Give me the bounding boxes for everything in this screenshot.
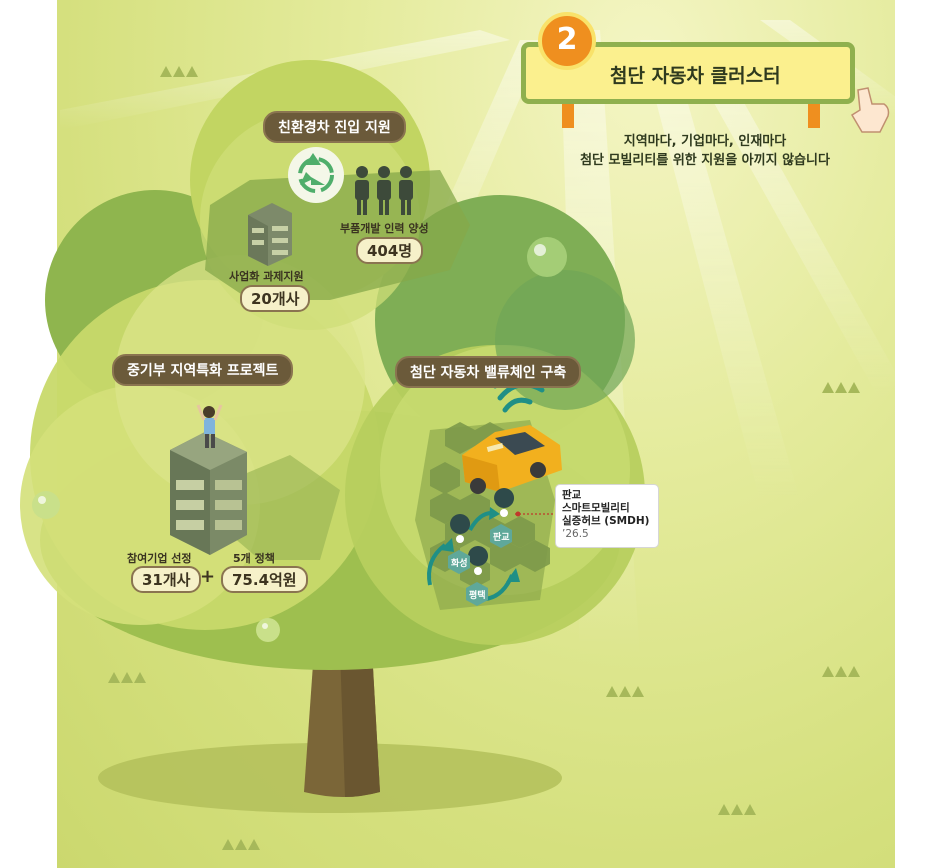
location-label-hwaseong: 화성 — [451, 559, 468, 569]
page-title: 첨단 자동차 클러스터 — [610, 65, 781, 87]
eco-stat2-value: 404명 — [356, 237, 424, 264]
smdh-callout: 판교 스마트모빌리티 실증허브 (SMDH) ’26.5 — [555, 484, 659, 548]
callout-date: ’26.5 — [562, 528, 589, 540]
eco-stat2-label: 부품개발 인력 양성 — [340, 222, 429, 235]
callout-line-2: 스마트모빌리티 — [562, 502, 630, 514]
building-icon — [248, 203, 292, 266]
callout-line-1: 판교 — [562, 489, 582, 501]
eco-stat1-value: 20개사 — [240, 285, 311, 312]
callout-line-3: 실증허브 (SMDH) — [562, 515, 650, 527]
recycle-icon — [288, 147, 344, 203]
car-icon — [462, 425, 562, 494]
regional-stat2-label: 5개 정책 — [233, 552, 275, 565]
regional-stat1-label: 참여기업 선정 — [127, 552, 192, 565]
location-pin-icon — [450, 488, 515, 582]
plus-sign: + — [200, 566, 216, 587]
subtitle: 지역마다, 기업마다, 인재마다 첨단 모빌리티를 위한 지원을 아끼지 않습니… — [540, 132, 870, 170]
subtitle-line-2: 첨단 모빌리티를 위한 지원을 아끼지 않습니다 — [580, 153, 830, 168]
people-icon — [355, 166, 413, 215]
grass-tuft-icon — [108, 66, 860, 850]
location-label-pangyo: 판교 — [493, 533, 510, 543]
section-number-badge: 2 — [538, 12, 596, 70]
eco-section-heading: 친환경차 진입 지원 — [263, 111, 406, 143]
badge-number: 2 — [556, 22, 578, 57]
regional-stat2-value: 75.4억원 — [221, 566, 308, 593]
location-label-pyeongtaek: 평택 — [469, 591, 486, 601]
building-icon — [170, 404, 247, 555]
eco-stat1-label: 사업화 과제지원 — [229, 270, 304, 283]
regional-stat1-value: 31개사 — [131, 566, 202, 593]
subtitle-line-1: 지역마다, 기업마다, 인재마다 — [623, 134, 787, 149]
valuechain-section-heading: 첨단 자동차 밸류체인 구축 — [395, 356, 582, 388]
regional-section-heading: 중기부 지역특화 프로젝트 — [112, 354, 294, 386]
